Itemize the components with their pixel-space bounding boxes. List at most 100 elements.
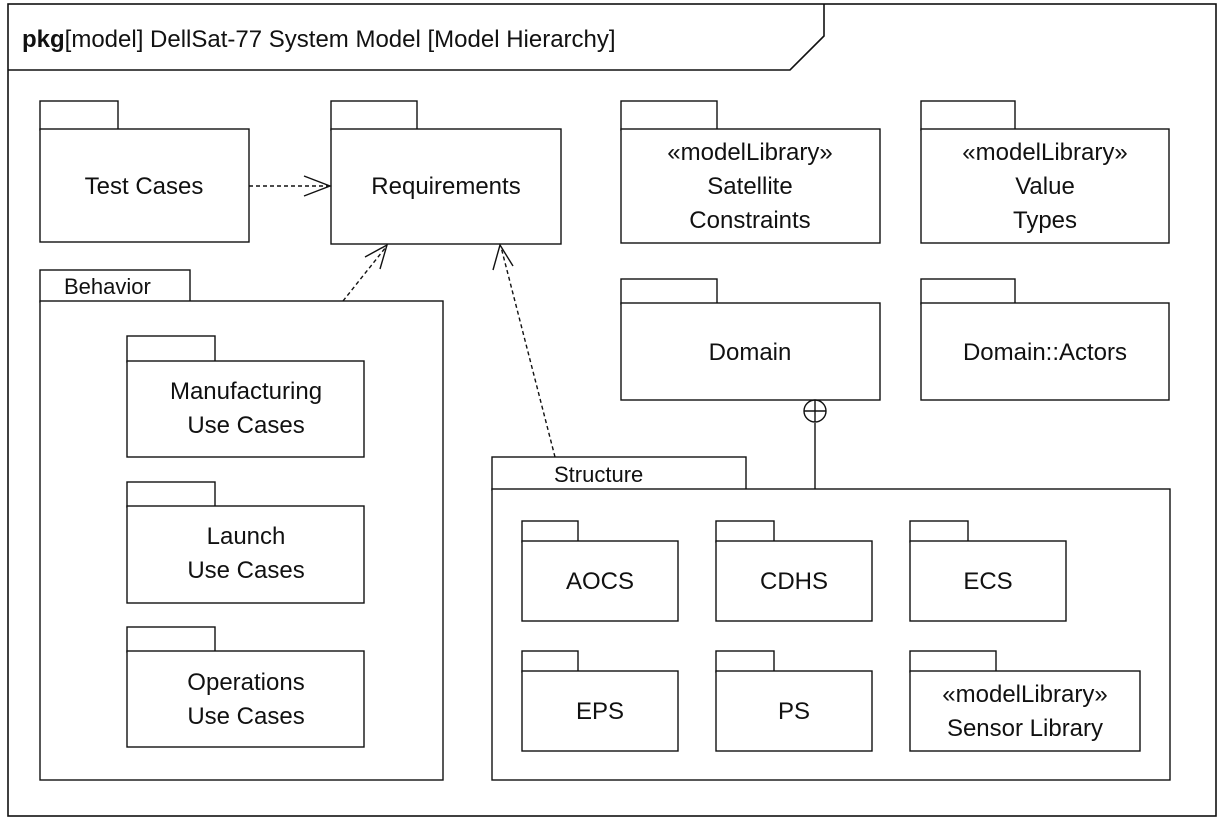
package-body — [620, 128, 881, 244]
package-body — [126, 650, 365, 748]
package-label-line: Domain — [709, 339, 792, 366]
package-label-line: Value — [1015, 173, 1075, 200]
package-label: CDHS — [760, 568, 828, 595]
dependency-arrowhead — [492, 243, 514, 271]
package-tab — [330, 100, 418, 131]
package-tab — [39, 269, 191, 303]
package-tab — [620, 100, 718, 131]
package-label-line: Test Cases — [85, 173, 204, 200]
dependency-structure-to-requirements — [492, 243, 556, 458]
package-label: Domain — [709, 339, 792, 366]
package-body — [715, 670, 873, 752]
package-domain[interactable]: Domain — [620, 278, 881, 401]
package-label-line: «modelLibrary» — [962, 139, 1127, 166]
package-label: Domain::Actors — [963, 339, 1127, 366]
package-tab — [126, 481, 216, 508]
frame-title-text: [model] DellSat-77 System Model [Model H… — [65, 26, 616, 53]
package-body — [126, 360, 365, 458]
package-body — [920, 302, 1170, 401]
package-label-line: Sensor Library — [947, 715, 1103, 742]
package-label-line: Operations — [187, 669, 304, 696]
package-label-line: Types — [1013, 207, 1077, 234]
package-tab — [126, 626, 216, 653]
package-requirements[interactable]: Requirements — [330, 100, 562, 245]
containment-domain-structure — [803, 399, 827, 489]
package-label-line: Launch — [207, 523, 286, 550]
package-tab — [521, 520, 579, 543]
package-body — [620, 302, 881, 401]
package-body — [39, 128, 250, 243]
package-domain-actors[interactable]: Domain::Actors — [920, 278, 1170, 401]
frame-title-box — [8, 4, 825, 71]
package-label-line: «modelLibrary» — [667, 139, 832, 166]
package-label: Test Cases — [85, 173, 204, 200]
dependency-arrowhead — [364, 243, 389, 270]
package-tab — [39, 100, 119, 131]
package-label: «modelLibrary» Sensor Library — [942, 681, 1107, 742]
package-label-line: CDHS — [760, 568, 828, 595]
package-label-line: «modelLibrary» — [942, 681, 1107, 708]
package-body — [920, 128, 1170, 244]
package-label: EPS — [576, 698, 624, 725]
package-tab — [521, 650, 579, 673]
dependency-arrowhead — [303, 175, 332, 197]
package-tab — [715, 520, 775, 543]
package-tab — [909, 650, 997, 673]
frame-title: pkg[model] DellSat-77 System Model [Mode… — [22, 26, 616, 53]
package-body — [330, 128, 562, 245]
package-label-line: Manufacturing — [170, 378, 322, 405]
package-label-line: Requirements — [371, 173, 520, 200]
package-cdhs[interactable]: CDHS — [715, 520, 873, 622]
package-body — [715, 540, 873, 622]
package-label-line: EPS — [576, 698, 624, 725]
package-body — [126, 505, 365, 604]
package-label-line: Use Cases — [187, 412, 304, 439]
package-label-line: Satellite — [707, 173, 792, 200]
package-sensor-library[interactable]: «modelLibrary» Sensor Library — [909, 650, 1141, 752]
package-label-line: Constraints — [689, 207, 810, 234]
package-label: Requirements — [371, 173, 520, 200]
package-aocs[interactable]: AOCS — [521, 520, 679, 622]
behavior-label: Behavior — [64, 274, 151, 299]
package-tab — [920, 100, 1016, 131]
package-body — [521, 540, 679, 622]
package-body — [909, 540, 1067, 622]
dependency-behavior-to-requirements — [342, 243, 389, 302]
package-label-line: Use Cases — [187, 703, 304, 730]
package-label-line: PS — [778, 698, 810, 725]
package-body — [909, 670, 1141, 752]
package-tab — [715, 650, 775, 673]
package-body — [521, 670, 679, 752]
package-test-cases[interactable]: Test Cases — [39, 100, 250, 243]
dependency-line — [342, 246, 387, 302]
package-eps[interactable]: EPS — [521, 650, 679, 752]
frame-keyword: pkg — [22, 26, 65, 53]
package-label-line: ECS — [963, 568, 1012, 595]
package-structure[interactable]: Structure AOCS CDHS ECS EPS PS — [491, 456, 1171, 781]
package-label: AOCS — [566, 568, 634, 595]
package-label: PS — [778, 698, 810, 725]
package-tab — [909, 520, 969, 543]
package-tab — [920, 278, 1016, 305]
structure-label: Structure — [554, 462, 643, 487]
package-label-line: AOCS — [566, 568, 634, 595]
package-label: ECS — [963, 568, 1012, 595]
package-tab — [620, 278, 718, 305]
package-label-line: Use Cases — [187, 557, 304, 584]
package-tab — [491, 456, 747, 491]
package-tab — [126, 335, 216, 363]
package-ps[interactable]: PS — [715, 650, 873, 752]
package-ecs[interactable]: ECS — [909, 520, 1067, 622]
